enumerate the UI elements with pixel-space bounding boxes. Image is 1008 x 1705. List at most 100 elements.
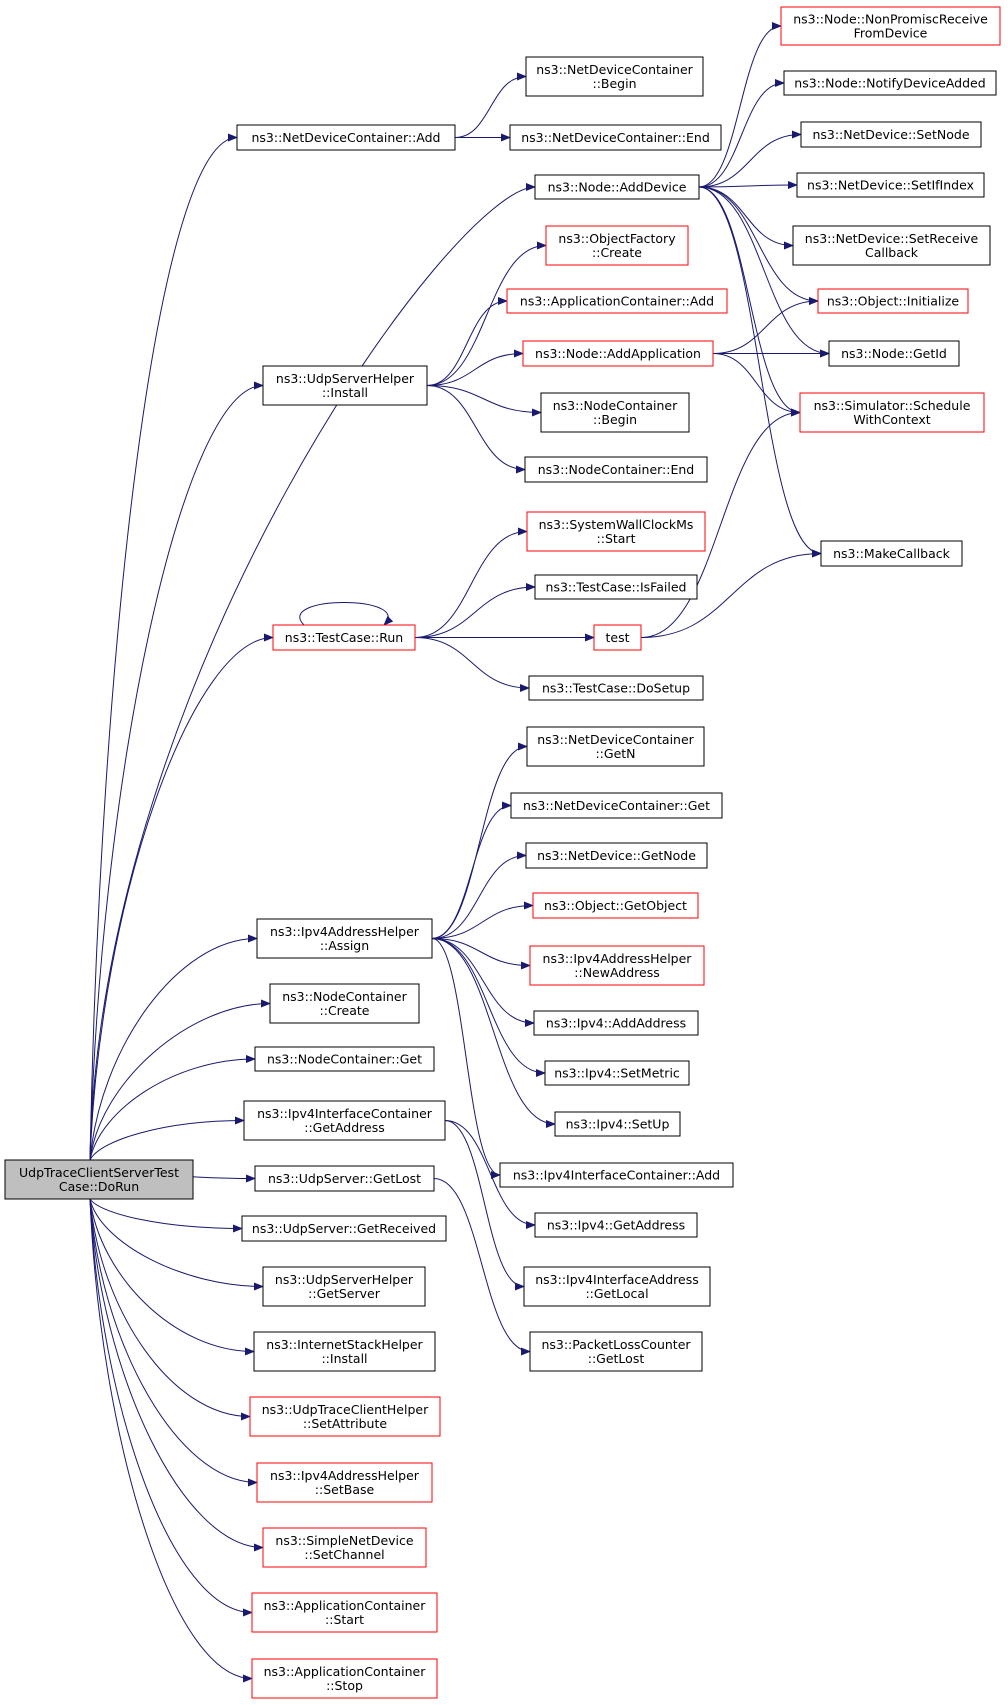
node-nd-get-node[interactable]: ns3::NetDevice::GetNode	[525, 842, 708, 869]
node-snd-set-channel[interactable]: ns3::SimpleNetDevice::SetChannel	[262, 1527, 427, 1568]
node-ipv4-ifc-add[interactable]: ns3::Ipv4InterfaceContainer::Add	[499, 1162, 734, 1188]
node-box	[499, 1162, 734, 1188]
node-node-add-application[interactable]: ns3::Node::AddApplication	[522, 340, 714, 367]
node-nc-end[interactable]: ns3::NodeContainer::End	[524, 456, 708, 483]
edge-node-add-device-to-non-promisc	[698, 22, 782, 188]
node-ndc-get-n[interactable]: ns3::NetDeviceContainer::GetN	[526, 726, 705, 767]
node-label: ns3::Ipv4InterfaceAddress	[535, 1272, 699, 1287]
node-ipv4-ifc-get-address[interactable]: ns3::Ipv4InterfaceContainer::GetAddress	[243, 1100, 446, 1141]
node-label: ns3::Node::AddDevice	[548, 180, 687, 195]
node-tc-run[interactable]: ns3::TestCase::Run	[272, 624, 416, 651]
node-make-callback[interactable]: ns3::MakeCallback	[820, 540, 963, 567]
node-ipv4-addr-helper-set-base[interactable]: ns3::Ipv4AddressHelper::SetBase	[256, 1462, 433, 1503]
node-object-initialize[interactable]: ns3::Object::Initialize	[817, 288, 969, 314]
node-udp-server-helper-install[interactable]: ns3::UdpServerHelper::Install	[262, 365, 428, 406]
node-box	[524, 456, 708, 483]
node-box	[534, 574, 698, 600]
node-label: ns3::Node::NonPromiscReceive	[793, 12, 988, 27]
node-tc-is-failed[interactable]: ns3::TestCase::IsFailed	[534, 574, 698, 600]
node-box	[528, 675, 704, 701]
edge-node-add-device-to-nd-set-receive-callback	[698, 186, 794, 250]
edge-root-to-ipv4-addr-helper-set-base	[89, 1198, 258, 1487]
node-nc-begin[interactable]: ns3::NodeContainer::Begin	[540, 392, 690, 433]
edge-node-add-device-to-make-callback	[698, 186, 822, 558]
node-box	[262, 365, 428, 406]
node-app-container-add[interactable]: ns3::ApplicationContainer::Add	[506, 288, 728, 314]
node-label: ns3::Node::GetId	[841, 346, 947, 361]
node-box	[251, 1592, 438, 1633]
node-box	[554, 1111, 681, 1137]
node-plc-get-lost[interactable]: ns3::PacketLossCounter::GetLost	[529, 1331, 703, 1372]
node-label: ns3::Ipv4InterfaceContainer::Add	[513, 1168, 720, 1183]
node-label: ns3::NodeContainer::End	[538, 462, 694, 477]
node-nc-get[interactable]: ns3::NodeContainer::Get	[254, 1046, 435, 1072]
node-label: ns3::TestCase::Run	[285, 630, 403, 645]
node-label: ns3::Node::AddApplication	[535, 346, 701, 361]
node-label: ::Begin	[592, 76, 636, 91]
node-udp-server-helper-get-server[interactable]: ns3::UdpServerHelper::GetServer	[262, 1266, 426, 1307]
node-app-container-start[interactable]: ns3::ApplicationContainer::Start	[251, 1592, 438, 1633]
node-box	[522, 340, 714, 367]
node-box	[243, 1100, 446, 1141]
node-ipv4-add-address[interactable]: ns3::Ipv4::AddAddress	[533, 1010, 699, 1036]
node-obj-factory-create[interactable]: ns3::ObjectFactory::Create	[545, 225, 689, 266]
node-udp-server-get-received[interactable]: ns3::UdpServer::GetReceived	[241, 1215, 447, 1242]
node-ipv4-get-address[interactable]: ns3::Ipv4::GetAddress	[534, 1212, 698, 1238]
node-label: ns3::NetDevice::SetReceive	[805, 231, 979, 246]
node-label: ::GetServer	[308, 1286, 381, 1301]
node-label: ns3::UdpServerHelper	[275, 1272, 414, 1287]
node-box	[526, 726, 705, 767]
node-obj-get-object[interactable]: ns3::Object::GetObject	[532, 892, 699, 919]
node-ipv4-if-addr-get-local[interactable]: ns3::Ipv4InterfaceAddress::GetLocal	[523, 1266, 711, 1307]
node-label: ::GetAddress	[304, 1120, 384, 1135]
node-ipv4-set-up[interactable]: ns3::Ipv4::SetUp	[554, 1111, 681, 1137]
node-node-get-id[interactable]: ns3::Node::GetId	[828, 340, 960, 367]
node-box	[799, 392, 985, 433]
node-test[interactable]: test	[593, 624, 642, 651]
edge-udp-server-helper-install-to-node-add-application	[426, 349, 524, 386]
edge-node-add-application-to-object-initialize	[712, 297, 819, 354]
node-nd-set-if-index[interactable]: ns3::NetDevice::SetIfIndex	[796, 172, 985, 198]
edge-root-to-tc-run	[89, 633, 274, 1161]
node-label: test	[605, 630, 629, 645]
node-ipv4-addr-helper-assign[interactable]: ns3::Ipv4AddressHelper::Assign	[256, 918, 433, 959]
node-label: ::Start	[597, 531, 636, 546]
node-label: ns3::NetDeviceContainer::Add	[252, 130, 441, 145]
node-label: ns3::Ipv4AddressHelper	[543, 951, 693, 966]
node-ipv4-addr-helper-new-address[interactable]: ns3::Ipv4AddressHelper::NewAddress	[529, 945, 705, 986]
node-udp-server-get-lost[interactable]: ns3::UdpServer::GetLost	[254, 1165, 435, 1192]
node-label: ::GetN	[595, 746, 635, 761]
node-box	[4, 1159, 194, 1200]
edge-root-to-app-container-stop	[89, 1198, 253, 1683]
node-swc-start[interactable]: ns3::SystemWallClockMs::Start	[526, 511, 706, 552]
node-label: ns3::MakeCallback	[833, 546, 951, 561]
node-ndc-add[interactable]: ns3::NetDeviceContainer::Add	[236, 124, 456, 151]
edge-root-to-udp-server-get-received	[89, 1198, 243, 1233]
node-node-add-device[interactable]: ns3::Node::AddDevice	[534, 174, 700, 200]
node-nd-set-node[interactable]: ns3::NetDevice::SetNode	[800, 121, 982, 148]
node-ish-install[interactable]: ns3::InternetStackHelper::Install	[253, 1331, 436, 1372]
node-ndc-begin[interactable]: ns3::NetDeviceContainer::Begin	[525, 56, 704, 97]
node-label: ns3::NetDeviceContainer	[537, 732, 694, 747]
node-notify-device-added[interactable]: ns3::Node::NotifyDeviceAdded	[783, 70, 997, 96]
node-app-container-stop[interactable]: ns3::ApplicationContainer::Stop	[251, 1658, 438, 1699]
node-nc-create[interactable]: ns3::NodeContainer::Create	[269, 983, 420, 1024]
node-tc-do-setup[interactable]: ns3::TestCase::DoSetup	[528, 675, 704, 701]
node-box	[525, 56, 704, 97]
node-ndc-end[interactable]: ns3::NetDeviceContainer::End	[509, 124, 722, 151]
node-ndc-get[interactable]: ns3::NetDeviceContainer::Get	[510, 792, 723, 819]
node-box	[256, 1462, 433, 1503]
node-box	[593, 624, 642, 651]
node-utch-set-attribute[interactable]: ns3::UdpTraceClientHelper::SetAttribute	[249, 1396, 441, 1437]
node-ipv4-set-metric[interactable]: ns3::Ipv4::SetMetric	[544, 1060, 690, 1086]
node-label: ns3::Ipv4::AddAddress	[546, 1016, 686, 1031]
node-box	[533, 1010, 699, 1036]
node-box	[544, 1060, 690, 1086]
node-label: ns3::Object::Initialize	[827, 294, 960, 309]
node-label: ns3::UdpServerHelper	[276, 371, 415, 386]
edge-ipv4-addr-helper-assign-to-ipv4-addr-helper-new-address	[431, 938, 531, 970]
